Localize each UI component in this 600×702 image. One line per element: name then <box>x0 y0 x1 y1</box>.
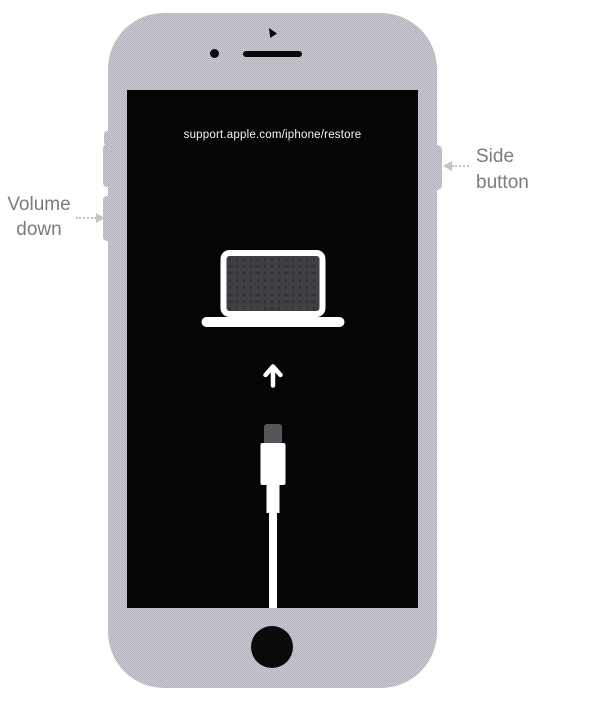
side-button-pointer-line <box>452 165 469 167</box>
phone-screen: support.apple.com/iphone/restore <box>127 90 418 608</box>
volume-down-pointer-line <box>76 217 96 219</box>
home-button <box>251 626 293 668</box>
side-button-label-line1: Side <box>476 146 515 167</box>
side-button-pointer-arrow-icon <box>443 161 452 171</box>
side-button-label-line2: button <box>476 172 529 193</box>
volume-down-button <box>103 196 111 241</box>
front-camera-icon <box>210 49 219 58</box>
laptop-screen-panel <box>226 256 319 311</box>
laptop-base <box>201 317 344 327</box>
volume-down-label-line1: Volume <box>7 194 71 215</box>
volume-down-label-line2: down <box>16 219 62 240</box>
speaker-icon <box>243 51 302 57</box>
volume-up-button <box>103 144 111 187</box>
side-button <box>432 145 442 190</box>
iphone-illustration: support.apple.com/iphone/restore <box>103 13 442 688</box>
up-arrow-icon <box>262 364 283 388</box>
volume-down-label: Volume down <box>0 192 78 242</box>
cable-cord <box>268 513 277 608</box>
restore-url-text: support.apple.com/iphone/restore <box>183 129 362 141</box>
volume-down-pointer-arrow-icon <box>96 213 105 223</box>
laptop-icon <box>220 250 325 317</box>
cable-strain-relief <box>266 485 279 513</box>
lightning-connector-body <box>260 443 285 485</box>
lightning-cable-icon <box>127 90 418 608</box>
side-button-label: Side button <box>476 144 556 196</box>
cursor-mark-icon <box>269 28 277 38</box>
mute-switch <box>104 131 110 145</box>
lightning-connector-tip <box>263 424 282 443</box>
